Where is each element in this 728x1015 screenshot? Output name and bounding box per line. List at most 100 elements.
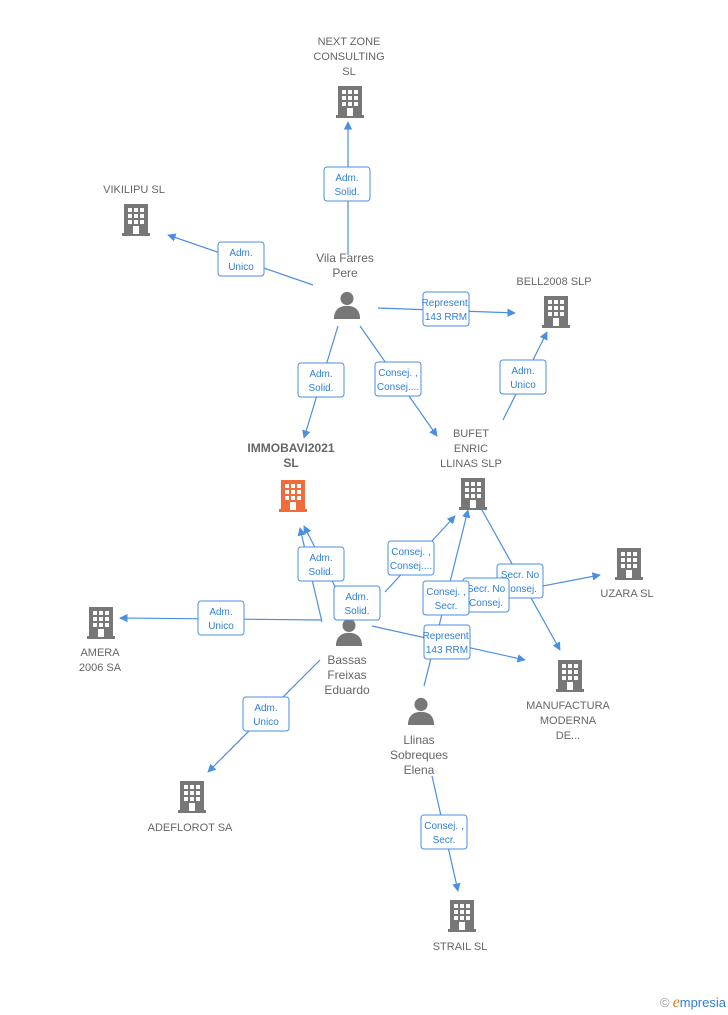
role-text: Secr. No — [501, 570, 540, 581]
role-box — [297, 362, 345, 398]
role-box — [422, 291, 470, 327]
role-text: Consej. , — [426, 587, 465, 598]
person-llinas-label-line: Llinas — [403, 733, 434, 747]
company-nextzone-label-line: CONSULTING — [313, 51, 384, 63]
role-text: 143 RRM — [425, 312, 467, 323]
company-manufactura-label-line: DE... — [556, 730, 580, 742]
role-text: Consej. , — [378, 368, 417, 379]
role-badge-r15[interactable]: Adm.Unico — [242, 696, 290, 732]
person-bassas-label-line: Freixas — [327, 668, 366, 682]
company-nextzone-label-line: NEXT ZONE — [318, 36, 381, 48]
role-text: Solid. — [334, 187, 359, 198]
company-immobavi-label-line: SL — [283, 456, 298, 470]
company-node-manufactura[interactable]: MANUFACTURA MODERNA DE... — [526, 660, 611, 742]
role-text: Unico — [253, 717, 279, 728]
role-badge-r5[interactable]: Consej. , Consej.... — [374, 361, 422, 397]
brand-logo-text: mpresia — [679, 995, 726, 1010]
company-bufet-label-line: BUFET — [453, 428, 489, 440]
company-node-strail[interactable]: STRAIL SL — [433, 900, 488, 953]
person-bassas-label-line: Eduardo — [324, 683, 370, 697]
building-icon — [178, 781, 206, 813]
company-node-adeflorot[interactable]: ADEFLOROT SA — [148, 781, 233, 834]
person-llinas-label-line: Elena — [404, 763, 435, 777]
role-badge-r4[interactable]: Adm.Solid. — [297, 362, 345, 398]
company-manufactura-label-line: MANUFACTURA — [526, 700, 610, 712]
building-icon — [336, 86, 364, 118]
person-icon — [335, 618, 363, 646]
role-box — [387, 540, 435, 576]
role-text: Adm. — [345, 592, 368, 603]
role-text: Consej. , — [424, 821, 463, 832]
role-box — [297, 546, 345, 582]
role-text: Adm. — [511, 366, 534, 377]
role-text: Solid. — [344, 606, 369, 617]
nodes-layer: NEXT ZONE CONSULTING SL VIKILIPU SL BELL2008… — [79, 36, 654, 953]
role-badge-r3[interactable]: Represent. 143 RRM — [422, 291, 471, 327]
company-bufet-label-line: LLINAS SLP — [440, 458, 502, 470]
role-text: Secr. — [435, 601, 458, 612]
role-box — [323, 166, 371, 202]
role-text: Consej. — [503, 584, 537, 595]
role-text: Unico — [208, 621, 234, 632]
role-badge-r12[interactable]: Consej. , Secr. — [422, 580, 470, 616]
role-badge-r2[interactable]: Adm. Unico — [217, 241, 265, 277]
company-strail-label-line: STRAIL SL — [433, 941, 488, 953]
company-bell2008-label-line: BELL2008 SLP — [516, 276, 591, 288]
company-bufet-label-line: ENRIC — [454, 443, 488, 455]
company-node-vikilipu[interactable]: VIKILIPU SL — [103, 184, 165, 236]
role-badge-r7[interactable]: Adm.Solid. — [297, 546, 345, 582]
building-icon — [556, 660, 584, 692]
building-icon — [87, 607, 115, 639]
empresia-watermark: ©empresia — [660, 994, 726, 1012]
company-immobavi-label-line: IMMOBAVI2021 — [247, 441, 334, 455]
company-uzara-label-line: UZARA SL — [600, 588, 653, 600]
role-box — [420, 814, 468, 850]
company-amera-label-line: AMERA — [80, 647, 120, 659]
person-icon — [333, 291, 361, 319]
company-node-uzara[interactable]: UZARA SL — [600, 548, 654, 600]
role-text: Represent. — [422, 298, 471, 309]
role-badge-r6[interactable]: Adm.Unico — [499, 359, 547, 395]
role-text: Adm. — [209, 607, 232, 618]
brand-logo-initial: e — [672, 994, 680, 1011]
person-llinas-label-line: Sobreques — [390, 748, 448, 762]
copyright-symbol: © — [660, 995, 670, 1010]
role-badge-r8[interactable]: Consej. , Consej.... — [387, 540, 435, 576]
role-box — [333, 585, 381, 621]
person-bassas-label-line: Bassas — [327, 653, 366, 667]
role-badge-r9[interactable]: Adm. Solid. — [333, 585, 381, 621]
role-text: Adm. — [309, 369, 332, 380]
company-manufactura-label-line: MODERNA — [540, 715, 597, 727]
role-text: Consej. , — [391, 547, 430, 558]
role-text: 143 RRM — [426, 645, 468, 656]
building-icon — [448, 900, 476, 932]
company-vikilipu-label-line: VIKILIPU SL — [103, 184, 165, 196]
role-box — [242, 696, 290, 732]
role-badge-r14[interactable]: Represent.143 RRM — [423, 624, 472, 660]
role-badge-r1[interactable]: Adm.Solid. — [323, 166, 371, 202]
person-vila-label-line: Pere — [332, 266, 358, 280]
role-text: Consej. — [469, 598, 503, 609]
role-badge-r16[interactable]: Consej. ,Secr. — [420, 814, 468, 850]
building-icon — [459, 478, 487, 510]
company-node-bufet[interactable]: BUFET ENRIC LLINAS SLP — [440, 428, 502, 510]
role-text: Secr. No — [467, 584, 506, 595]
role-box — [499, 359, 547, 395]
role-badge-r11[interactable]: Secr. No Consej. — [462, 577, 510, 613]
role-text: Consej.... — [390, 561, 432, 572]
role-text: Unico — [228, 262, 254, 273]
role-text: Consej.... — [377, 382, 419, 393]
role-box — [423, 624, 471, 660]
company-node-bell2008[interactable]: BELL2008 SLP — [516, 276, 592, 328]
role-badge-r13[interactable]: Adm. Unico — [197, 600, 245, 636]
role-text: Adm. — [229, 248, 252, 259]
role-box — [197, 600, 245, 636]
